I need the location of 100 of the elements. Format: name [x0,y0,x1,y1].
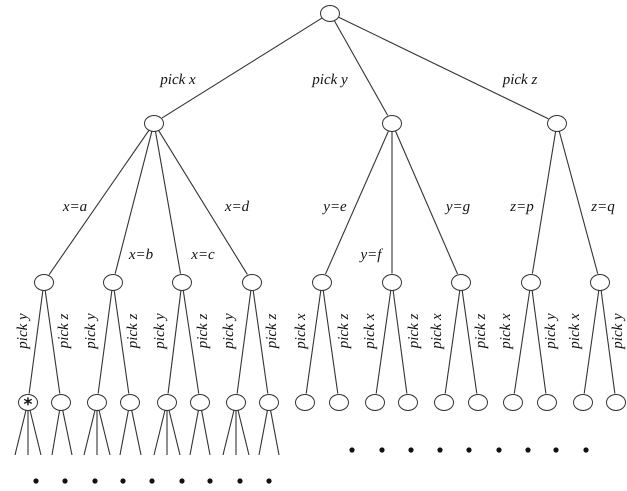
branch-line [14,410,26,456]
branch-line [131,410,142,456]
tree-edge [462,290,478,394]
branch-line [96,410,98,455]
tree-node [144,114,164,132]
edge-label: pick x [293,313,309,349]
tree-node [51,394,71,410]
tree-node [190,394,210,410]
tree-edge [44,290,60,394]
edge-label: pick z [336,314,352,348]
tree-node [120,394,140,410]
tree-node [103,274,123,290]
tree-edge [514,290,530,394]
branch-line [83,410,96,456]
tree-node [365,394,385,410]
tree-edge [392,290,408,394]
branch-line [166,410,168,455]
tree-edge [391,132,393,274]
tree-edge [98,290,112,394]
edge-label: pick x [567,313,583,349]
tree-node [468,394,488,410]
edge-label: pick y [221,313,237,349]
branch-line [30,410,42,456]
edge-label: pick x [160,72,196,88]
tree-edge [114,131,152,274]
edge-label: pick z [406,314,422,348]
branch-line [51,410,60,456]
branch-line [270,410,280,456]
tree-edge [338,16,549,120]
tree-node [329,394,349,410]
tree-edge [154,131,182,274]
tree-edge [236,290,252,394]
tree-node [503,394,523,410]
branch-line [222,410,234,456]
tree-node [259,394,279,410]
tree-node [157,394,177,410]
tree-edge [182,290,200,394]
branch-line [258,410,268,456]
tree-edge [532,290,546,394]
tree-node [547,114,567,132]
tree-node [382,114,402,132]
edge-label: pick y [152,313,168,349]
edge-label: pick x [498,313,514,349]
tree-node [226,394,246,410]
branch-line [168,410,181,456]
tree-node [451,274,471,290]
edge-label: pick z [264,314,280,348]
branch-line [98,410,111,456]
tree-edge [252,290,268,394]
tree-edge [28,290,44,394]
tree-node [295,394,315,410]
edge-label: y=f [360,247,382,263]
branch-line [201,410,211,456]
edge-label: pick y [83,313,99,349]
tree-edge [334,20,388,116]
tree-node [590,274,610,290]
edge-label: pick z [56,314,72,348]
tree-node [537,394,557,410]
marked-tree-node: * [18,394,38,410]
tree-edge [114,290,130,394]
branch-line [238,410,250,456]
tree-node [434,394,454,410]
tree-node [320,4,340,22]
edge-label: pick y [610,313,626,349]
edge-label: pick z [473,314,489,348]
tree-edge [558,131,598,274]
tree-edge [600,290,616,394]
edge-label: pick z [502,72,538,88]
branch-line [62,410,73,456]
tree-edge [158,130,248,275]
edge-label: pick y [15,313,31,349]
tree-edge [394,130,458,274]
tree-edge [322,290,338,394]
tree-edge [444,290,460,394]
tree-node [606,394,626,410]
tree-edge [162,18,322,118]
branch-line [27,410,29,455]
tree-edge [376,290,392,394]
tree-node [573,394,593,410]
edge-label: pick z [195,314,211,348]
tree-node [521,274,541,290]
tree-node [172,274,192,290]
edge-label: pick z [125,314,141,348]
tree-node [34,274,54,290]
edge-label: pick x [362,313,378,349]
branch-line [235,410,237,455]
tree-node [242,274,262,290]
tree-node [312,274,332,290]
tree-node [87,394,107,410]
tree-edge [532,131,556,274]
edge-label: pick y [543,313,559,349]
edge-label: pick y [312,72,348,88]
tree-edge [325,130,389,274]
tree-node [398,394,418,410]
tree-edge [584,290,600,394]
tree-edge [168,290,182,394]
tree-edge [306,290,322,394]
branch-line [153,410,166,456]
edge-label: pick x [429,313,445,349]
tree-edge [48,130,150,275]
